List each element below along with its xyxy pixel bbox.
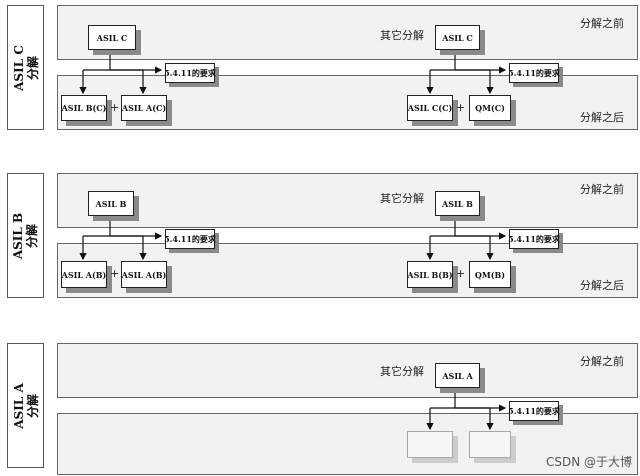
asil-c-c-box: ASIL C(C) (407, 95, 453, 121)
after-decomposition-band (57, 413, 638, 475)
before-decomposition-label: 分解之前 (580, 183, 624, 196)
decomposition-arrows (79, 50, 507, 95)
asil-c-section: ASIL C 分解 其它分解 分解之前 分解之后 ASIL C 5.4.11的要… (0, 5, 640, 137)
other-decomposition-text: 其它分解 (380, 29, 424, 42)
asil-a-b-box: ASIL A(B) (61, 261, 107, 288)
after-decomposition-label: 分解之后 (580, 279, 624, 292)
asil-c-source-box: ASIL C (435, 25, 480, 50)
plus-sign: + (110, 267, 120, 280)
plus-sign: + (456, 267, 466, 280)
asil-a-c-box: ASIL A(C) (121, 95, 167, 121)
faded-decomposed-box (469, 431, 511, 458)
requirement-box: 5.4.11的要求 (164, 229, 216, 249)
asil-b-source-box: ASIL B (88, 191, 134, 216)
faded-decomposed-box (407, 431, 453, 458)
before-decomposition-band: 其它分解 分解之前 (57, 5, 638, 60)
section-label: ASIL B 分解 (7, 173, 44, 298)
requirement-box: 5.4.11的要求 (508, 401, 560, 421)
asil-b-section: ASIL B 分解 其它分解 分解之前 分解之后 ASIL B 5.4.11的要… (0, 173, 640, 305)
asil-b-source-box: ASIL B (435, 191, 480, 216)
requirement-box: 5.4.11的要求 (164, 63, 216, 83)
decomposition-arrows (79, 216, 507, 261)
asil-c-source-box: ASIL C (88, 25, 136, 50)
other-decomposition-text: 其它分解 (380, 365, 424, 378)
asil-b-b-box: ASIL B(B) (407, 261, 453, 288)
plus-sign: + (110, 101, 120, 114)
asil-a-source-box: ASIL A (435, 363, 480, 388)
asil-a-section: ASIL A 分解 其它分解 分解之前 ASIL A 5.4.11的要求 (0, 343, 640, 475)
requirement-box: 5.4.11的要求 (508, 63, 560, 83)
section-label: ASIL A 分解 (7, 343, 44, 468)
asil-a-b-box: ASIL A(B) (121, 261, 167, 288)
plus-sign: + (456, 101, 466, 114)
asil-b-c-box: ASIL B(C) (61, 95, 107, 121)
qm-c-box: QM(C) (469, 95, 511, 121)
before-decomposition-band: 其它分解 分解之前 (57, 173, 638, 228)
section-label: ASIL C 分解 (7, 5, 44, 130)
qm-b-box: QM(B) (469, 261, 511, 288)
before-decomposition-band: 其它分解 分解之前 (57, 343, 638, 398)
other-decomposition-text: 其它分解 (380, 192, 424, 205)
before-decomposition-label: 分解之前 (580, 17, 624, 30)
before-decomposition-label: 分解之前 (580, 355, 624, 368)
after-decomposition-label: 分解之后 (580, 111, 624, 124)
watermark: CSDN @于大博 (545, 455, 632, 469)
requirement-box: 5.4.11的要求 (508, 229, 560, 249)
decomposition-arrows (426, 388, 507, 431)
